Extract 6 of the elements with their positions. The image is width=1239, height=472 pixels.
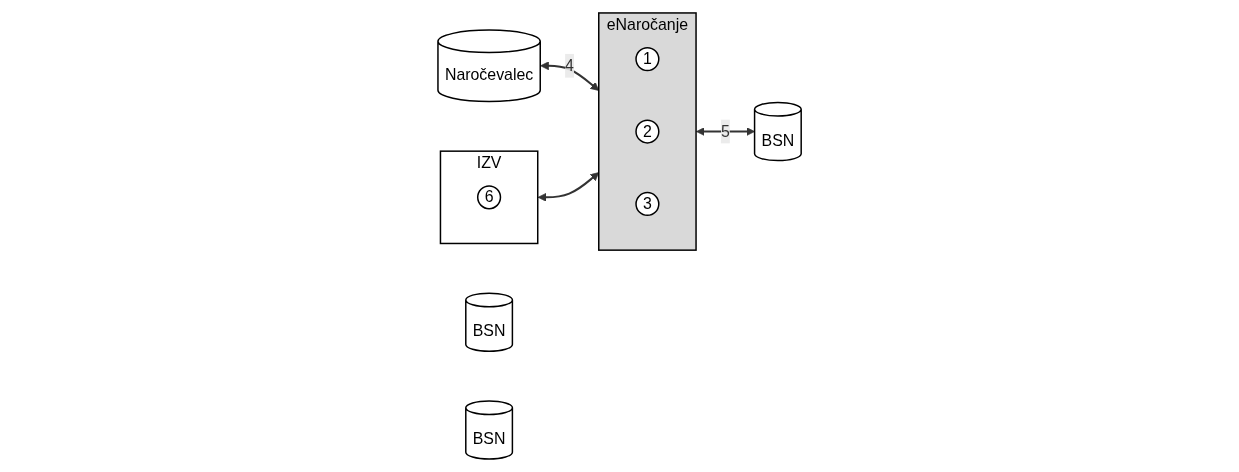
node-circle: 2 — [635, 119, 660, 144]
edge-label: 4 — [565, 56, 574, 74]
node-circle: 3 — [635, 191, 660, 217]
node-circle: 6 — [476, 185, 502, 210]
node-circle: 1 — [635, 47, 660, 72]
edge-label: 5 — [720, 122, 730, 140]
